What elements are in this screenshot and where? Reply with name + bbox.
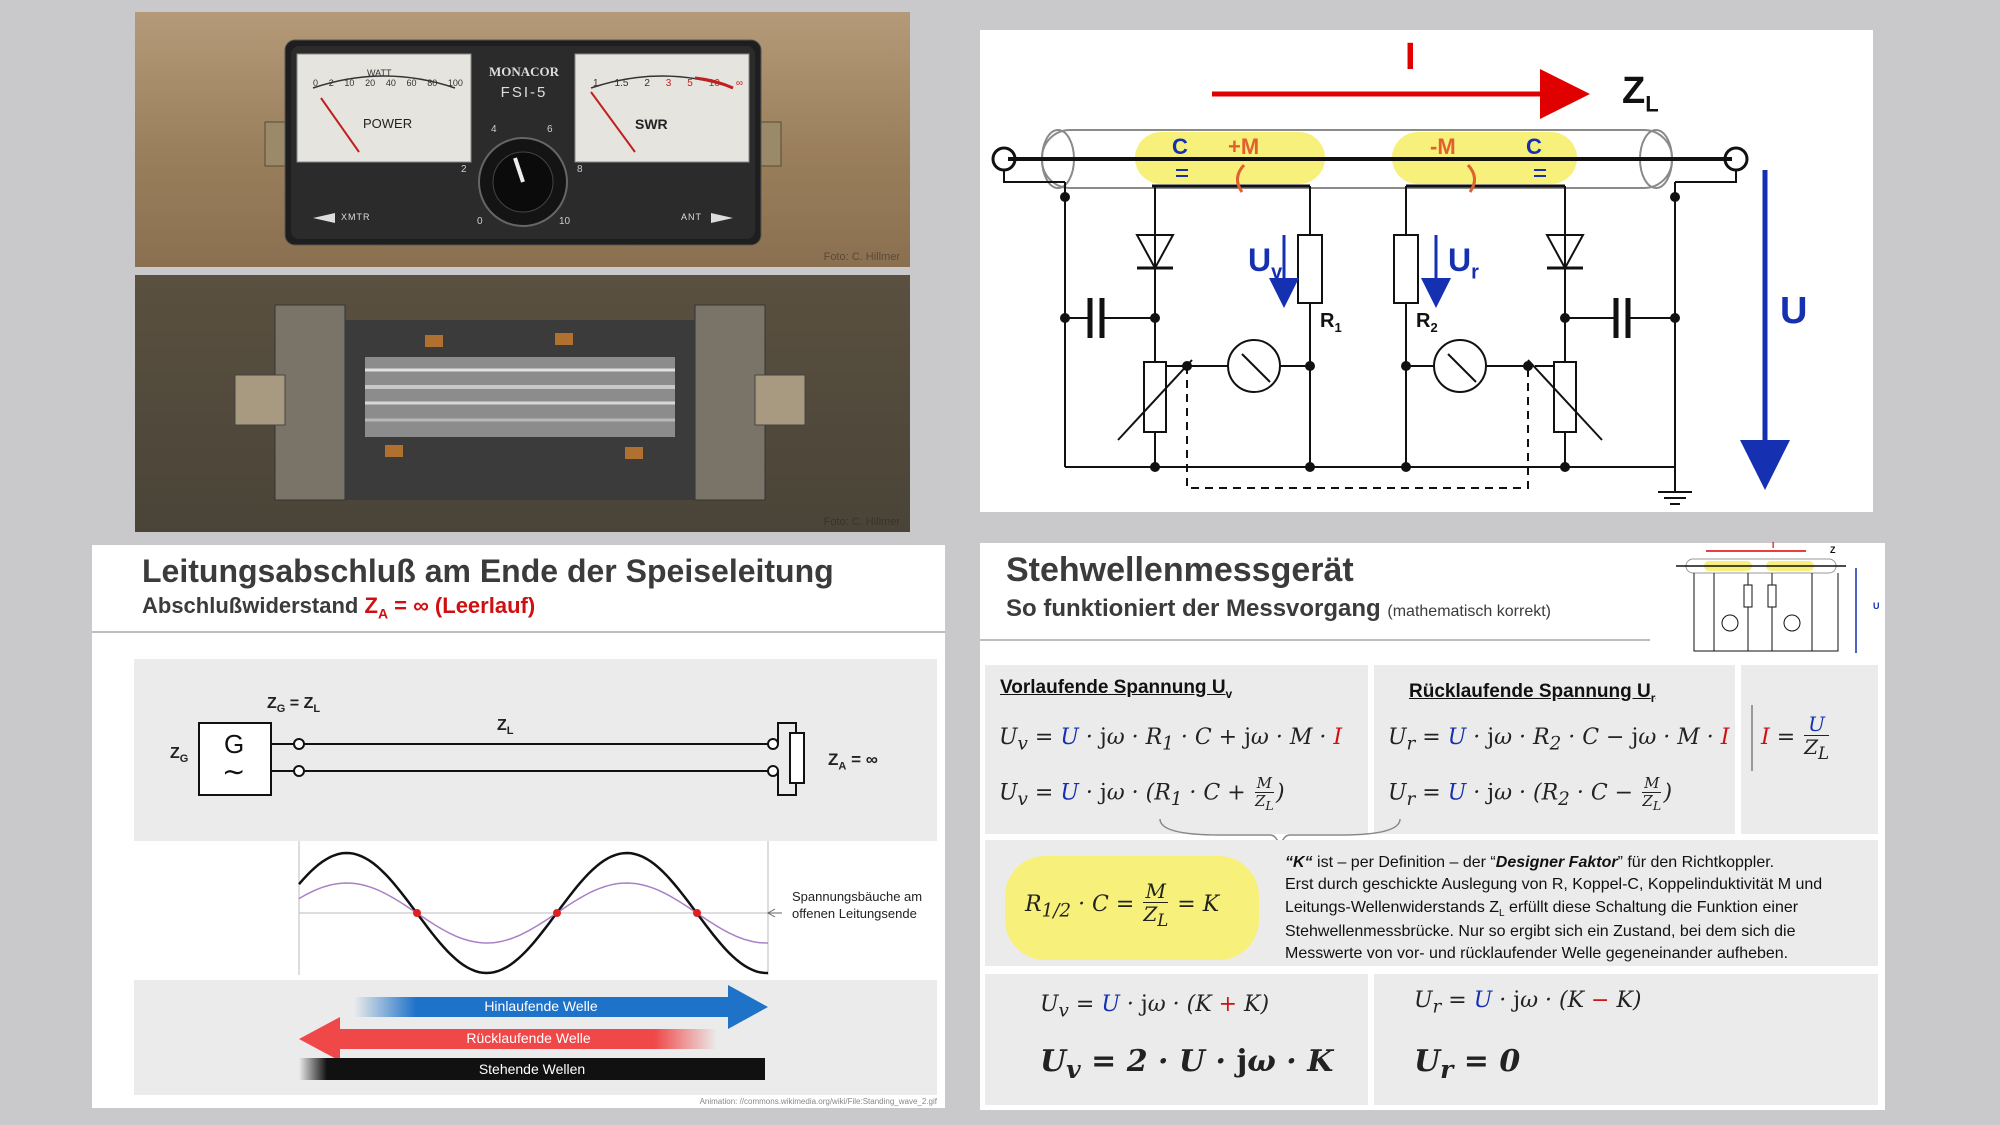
circuit-r1-label: R1	[1320, 310, 1342, 335]
zg-label: ZG	[170, 745, 189, 766]
opened-meter-illustration	[234, 304, 806, 501]
swr-meter-illustration	[264, 39, 782, 246]
reverse-voltage-cell: Rücklaufende Spannung Ur Ur = U · jω · R…	[1374, 665, 1735, 834]
reverse-result-cell: Ur = U · jω · (K − K) Ur = 0	[1374, 974, 1878, 1105]
zg-eq-label: ZG = ZL	[267, 695, 321, 716]
standing-wave-envelope	[298, 851, 769, 975]
left-panel-title: Leitungsabschluß am Ende der Speiseleitu…	[142, 553, 834, 589]
dial-scale-6: 6	[547, 124, 553, 135]
circuit-c1-label: C	[1172, 134, 1188, 159]
dial-scale-10: 10	[559, 216, 571, 227]
circuit-u-label: U	[1780, 290, 1808, 332]
forward-result-1: Uv = U · jω · (K + K)	[1040, 992, 1270, 1022]
circuit-uv-label: Uv	[1248, 242, 1283, 284]
standing-wave-instant	[298, 882, 769, 944]
right-panel-title: Stehwellenmessgerät	[1006, 551, 1354, 589]
standing-wave-panel: Leitungsabschluß am Ende der Speiseleitu…	[92, 545, 945, 1108]
standing-wave-label: Stehende Wellen	[478, 1061, 586, 1077]
reverse-heading: Rücklaufende Spannung Ur	[1409, 681, 1656, 705]
formula-panel: Stehwellenmessgerät So funktioniert der …	[980, 541, 1885, 1110]
circuit-r2-label: R2	[1416, 310, 1438, 335]
za-label: ZA = ∞	[828, 750, 878, 773]
reflected-wave-arrow	[299, 1017, 717, 1061]
reverse-formula-1: Ur = U · jω · R2 · C − jω · M · I	[1388, 725, 1730, 755]
opened-meter-photo: Foto: C. Hillmer	[135, 275, 910, 532]
antinode-annotation: Spannungsbäuche am offenen Leitungsende	[792, 889, 923, 921]
meter-left-unit: WATT	[367, 68, 392, 78]
reverse-result-2: Ur = 0	[1414, 1044, 1521, 1084]
thumb-i-label: I	[1772, 541, 1775, 550]
k-formula-highlight	[1005, 856, 1259, 960]
thumb-zl-label: Z	[1830, 545, 1836, 555]
title-divider	[92, 631, 945, 633]
circuit-thumbnail	[1676, 550, 1857, 653]
photo-credit-bottom: Foto: C. Hillmer	[823, 516, 900, 528]
dial-scale-4: 4	[491, 124, 497, 135]
meter-right-label: SWR	[635, 116, 668, 132]
model-label: FSI-5	[500, 84, 548, 101]
standing-wave-bar	[299, 1058, 765, 1080]
meter-left-label: POWER	[363, 116, 413, 131]
forward-result-2: Uv = 2 · U · jω · K	[1040, 1044, 1334, 1084]
forward-wave-arrow	[354, 985, 768, 1029]
animation-credit: Animation: //commons.wikimedia.org/wiki/…	[699, 1097, 937, 1106]
generator-label: G	[224, 729, 245, 759]
dial-scale-8: 8	[577, 164, 583, 175]
circuit-c2-label: C	[1526, 134, 1542, 159]
brand-label: MONACOR	[488, 64, 560, 79]
k-explanation: “K“ ist – per Definition – der “Designer…	[1285, 854, 1823, 963]
circuit-m-minus-label: -M	[1430, 134, 1456, 159]
left-panel-subtitle: Abschlußwiderstand ZA = ∞ (Leerlauf)	[142, 593, 536, 622]
circuit-diagram-panel: I ZL C +M -M C Uv Ur R1 R2 U	[980, 30, 1873, 512]
port-right-label: ANT	[681, 212, 702, 222]
thumb-u-label: U	[1873, 601, 1880, 611]
title-divider	[980, 639, 1650, 641]
right-panel-subtitle: So funktioniert der Messvorgang (mathema…	[1006, 595, 1551, 622]
generator-tilde: ∼	[222, 756, 246, 787]
circuit-zl-label: ZL	[1622, 70, 1659, 117]
reverse-result-1: Ur = U · jω · (K − K)	[1414, 988, 1642, 1018]
photo-credit-top: Foto: C. Hillmer	[823, 251, 900, 263]
forward-wave-label: Hinlaufende Welle	[484, 998, 598, 1014]
circuit-m-plus-label: +M	[1228, 134, 1260, 159]
circuit-diagram	[991, 69, 1790, 505]
port-left-label: XMTR	[341, 212, 371, 222]
circuit-ur-label: Ur	[1448, 242, 1479, 284]
zl-line-label: ZL	[497, 717, 514, 738]
forward-result-cell: Uv = U · jω · (K + K) Uv = 2 · U · jω · …	[985, 974, 1368, 1105]
dial-scale-0: 0	[477, 216, 483, 227]
forward-heading: Vorlaufende Spannung Uv	[1000, 677, 1233, 701]
line-schematic	[134, 722, 937, 1095]
reflected-wave-label: Rücklaufende Welle	[466, 1030, 591, 1046]
forward-voltage-cell: Vorlaufende Spannung Uv Uv = U · jω · R1…	[985, 665, 1368, 834]
forward-formula-1: Uv = U · jω · R1 · C + jω · M · I	[999, 725, 1343, 755]
circuit-current-label: I	[1405, 36, 1416, 78]
dial-scale-2: 2	[461, 164, 467, 175]
